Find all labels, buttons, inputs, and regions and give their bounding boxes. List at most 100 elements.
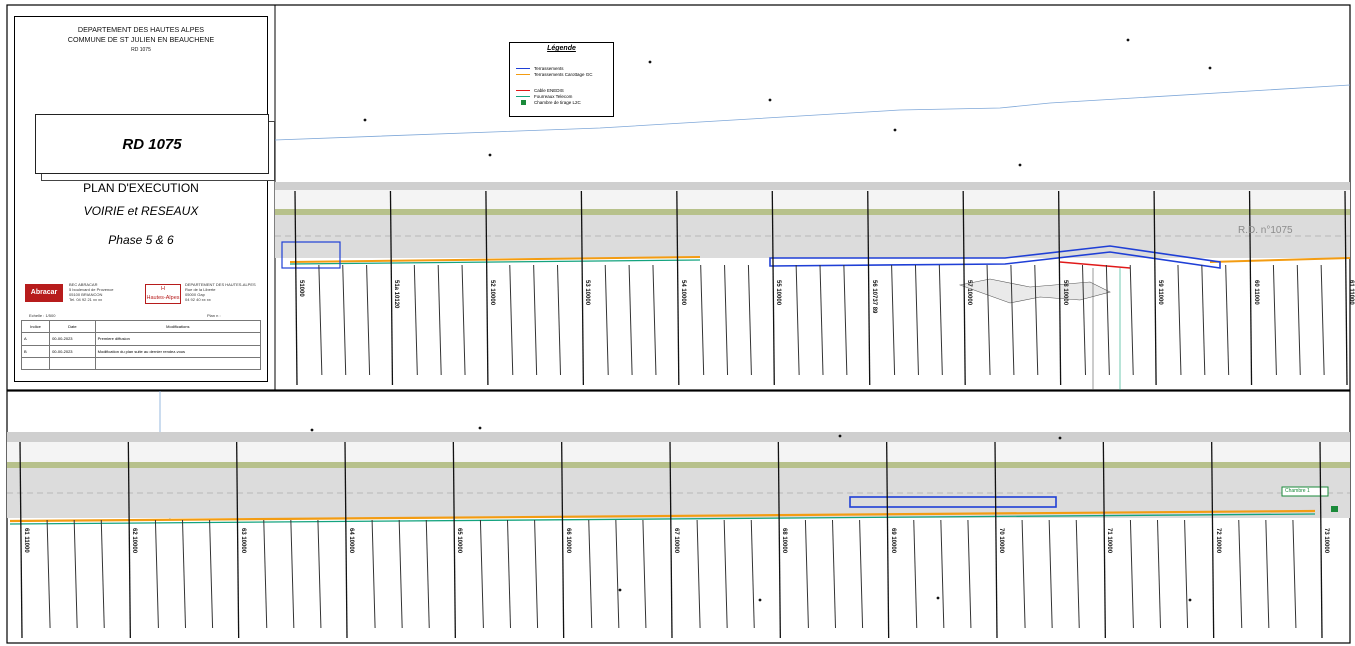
profile-line-minor <box>604 264 609 376</box>
profile-line-minor <box>533 264 538 376</box>
profile-line-minor <box>1075 519 1080 629</box>
profile-line-minor <box>534 519 539 629</box>
pk-label: 62 10000 <box>131 528 138 554</box>
plan-phase: Phase 5 & 6 <box>108 233 174 247</box>
profile-line-minor <box>1184 519 1189 629</box>
profile-line <box>452 441 456 639</box>
profile-line <box>867 190 871 386</box>
profile-line <box>1344 190 1348 386</box>
plan-title: PLAN D'EXECUTION <box>83 181 199 195</box>
legend-swatch <box>516 95 530 98</box>
survey-point <box>1018 163 1022 167</box>
profile-line-minor <box>724 264 729 376</box>
profile-line-minor <box>588 519 593 629</box>
survey-point <box>758 598 762 602</box>
pk-label: 67 10000 <box>673 528 679 554</box>
survey-point <box>838 434 842 438</box>
top-profile-ticks <box>294 190 1348 386</box>
pk-label: 61 11000 <box>1348 280 1354 305</box>
chamber-l2c <box>1331 506 1338 512</box>
bottom-road-corridor <box>7 432 1350 525</box>
road-name-label: R.D. n°1075 <box>1238 225 1293 236</box>
profile-line-minor <box>859 519 864 629</box>
survey-point <box>893 128 897 132</box>
profile-line-minor <box>615 519 620 629</box>
pk-label: 69 10000 <box>889 528 896 554</box>
profile-line <box>771 190 775 386</box>
legend-item-enedis: Cable ENEDIS <box>516 88 564 93</box>
profile-line-minor <box>371 519 376 629</box>
profile-line-minor <box>1225 264 1230 376</box>
chamber-label: Chambre 1 <box>1285 488 1310 494</box>
legend-item-telecom: Fourreaux Telecom <box>516 94 572 99</box>
profile-line-minor <box>557 264 561 376</box>
profile-line <box>1211 441 1215 639</box>
legend-title: Légende <box>547 45 576 52</box>
rocky-edge-hatch <box>275 182 1350 191</box>
profile-line-minor <box>1272 264 1277 376</box>
profile-line-minor <box>46 519 51 629</box>
title-frame: RD 1075 <box>35 114 269 174</box>
profile-line <box>1319 441 1323 639</box>
profile-line-minor <box>819 264 824 376</box>
profile-line-minor <box>723 519 728 629</box>
profile-line <box>994 441 998 639</box>
pk-label: 73 10000 <box>1323 528 1329 554</box>
plan-subject: VOIRIE et RESEAUX <box>83 204 199 218</box>
top-road-corridor <box>275 182 1351 390</box>
survey-point <box>768 98 772 102</box>
profile-line <box>962 190 966 386</box>
profile-line-minor <box>913 519 918 629</box>
shoulder-north <box>275 190 1350 209</box>
profile-line <box>127 441 131 639</box>
survey-point <box>363 118 367 122</box>
profile-line-minor <box>461 264 466 376</box>
profile-line-minor <box>317 519 322 629</box>
profile-line-minor <box>843 264 848 376</box>
survey-point <box>648 60 652 64</box>
pk-label: 61 11000 <box>23 528 29 553</box>
legend-item-carottage: Terrassements Carottage GC <box>516 72 593 77</box>
profile-line-minor <box>263 519 268 629</box>
profile-line <box>561 441 565 639</box>
profile-line-minor <box>986 264 991 376</box>
profile-line-minor <box>696 519 701 629</box>
profile-line <box>669 441 673 639</box>
plan-number: Plan n : <box>207 313 221 318</box>
pk-label: 56 10737 89 <box>870 280 877 314</box>
profile-line-minor <box>1238 519 1243 629</box>
shoulder-north-bottom <box>7 442 1350 462</box>
profile-line-minor <box>1177 264 1182 376</box>
profile-line <box>485 190 489 386</box>
profile-line-minor <box>1021 519 1026 629</box>
legend-item-terrassements: Terrassements <box>516 66 564 71</box>
profile-line-minor <box>425 519 430 629</box>
dept-line: DEPARTEMENT DES HAUTES ALPES <box>77 25 205 34</box>
profile-line-minor <box>700 264 705 376</box>
contour-line <box>274 84 1351 141</box>
profile-line-minor <box>182 519 186 629</box>
profile-line-minor <box>642 519 647 629</box>
profile-line-minor <box>1048 519 1053 629</box>
commune-line: COMMUNE DE ST JULIEN EN BEAUCHENE <box>67 35 215 44</box>
profile-line-minor <box>967 519 972 629</box>
scale: Echelle : 1/500 <box>29 313 56 318</box>
pk-label: 57 10000 <box>966 280 973 306</box>
road-small: RD 1075 <box>131 47 151 53</box>
profile-line-minor <box>1265 519 1270 629</box>
profile-line-minor <box>398 519 403 629</box>
profile-line-minor <box>479 519 484 629</box>
profile-line-minor <box>750 519 755 629</box>
pk-label: 60 11000 <box>1252 280 1259 305</box>
profile-line-minor <box>795 264 800 376</box>
profile-line <box>236 441 240 639</box>
carriageway <box>275 215 1350 258</box>
profile-line-minor <box>1296 264 1301 376</box>
pk-label: 58 10000 <box>1061 280 1068 306</box>
survey-point <box>1058 436 1062 440</box>
profile-line-minor <box>437 264 442 376</box>
pk-label: 54 10000 <box>679 280 686 306</box>
